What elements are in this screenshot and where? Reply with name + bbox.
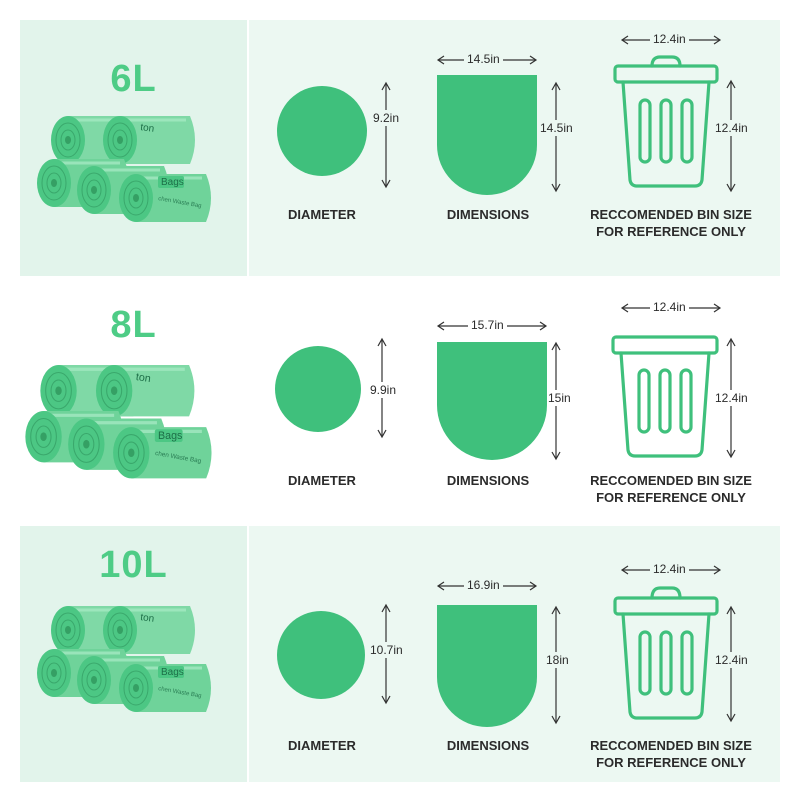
dimensions-caption: DIMENSIONS: [446, 207, 530, 222]
circle-shape-icon: [277, 611, 365, 699]
roll-brand-text: ton: [140, 612, 155, 625]
bags-label-badge: [154, 429, 183, 443]
dimensions-caption: DIMENSIONS: [446, 738, 530, 753]
bag-roll: [119, 174, 211, 222]
bag-silhouette-icon: [437, 605, 537, 727]
bags-label-badge: [158, 666, 184, 678]
diameter-value: 9.2in: [373, 110, 400, 126]
bag-roll: [95, 365, 195, 417]
diameter-caption: DIAMETER: [288, 473, 356, 488]
bin-height-value: 12.4in: [715, 652, 748, 668]
roll-bags-text: Bags: [161, 177, 184, 188]
bin-height-value: 12.4in: [715, 120, 748, 136]
bag-height-value: 15in: [548, 390, 571, 406]
bag-silhouette-icon: [437, 75, 537, 195]
circle-shape-icon: [277, 86, 367, 176]
diameter-arrow-icon: [381, 81, 391, 189]
roll-bags-text: Bags: [158, 430, 182, 442]
diameter-value: 10.7in: [370, 642, 403, 658]
trash-bin-icon: [611, 335, 719, 458]
dimensions-caption: DIMENSIONS: [446, 473, 530, 488]
size-label: 8L: [110, 304, 157, 346]
bin-width-value: 12.4in: [650, 562, 689, 576]
bag-width-value: 15.7in: [468, 318, 507, 332]
trash-bin-icon: [613, 55, 719, 188]
bag-height-value: 18in: [546, 652, 569, 668]
roll-brand-text: ton: [135, 371, 151, 385]
bin-caption: RECCOMENDED BIN SIZE FOR REFERENCE ONLY: [578, 737, 764, 771]
bag-width-value: 14.5in: [464, 52, 503, 66]
size-label: 6L: [110, 58, 157, 100]
bag-height-value: 14.5in: [540, 120, 573, 136]
diameter-caption: DIAMETER: [288, 207, 356, 222]
bin-caption-line1: RECCOMENDED BIN SIZE: [590, 738, 752, 753]
bin-caption-line2: FOR REFERENCE ONLY: [596, 490, 746, 505]
bin-caption: RECCOMENDED BIN SIZE FOR REFERENCE ONLY: [578, 206, 764, 240]
bin-width-value: 12.4in: [650, 300, 689, 314]
roll-bags-text: Bags: [161, 667, 184, 678]
bin-caption-line2: FOR REFERENCE ONLY: [596, 755, 746, 770]
bin-height-arrow-icon: [726, 79, 736, 193]
bag-roll: [119, 664, 211, 712]
bin-caption: RECCOMENDED BIN SIZE FOR REFERENCE ONLY: [578, 472, 764, 506]
diameter-caption: DIAMETER: [288, 738, 356, 753]
bin-width-value: 12.4in: [650, 32, 689, 46]
bin-caption-line1: RECCOMENDED BIN SIZE: [590, 207, 752, 222]
diameter-value: 9.9in: [370, 382, 397, 398]
bin-caption-line2: FOR REFERENCE ONLY: [596, 224, 746, 239]
bin-caption-line1: RECCOMENDED BIN SIZE: [590, 473, 752, 488]
bin-height-value: 12.4in: [715, 390, 748, 406]
size-label: 10L: [99, 544, 168, 586]
bag-roll: [103, 116, 195, 164]
trash-bin-icon: [613, 586, 719, 720]
bags-label-badge: [158, 176, 184, 188]
bag-silhouette-icon: [437, 342, 547, 460]
roll-brand-text: ton: [140, 122, 155, 135]
bag-height-arrow-icon: [551, 81, 561, 193]
bag-width-value: 16.9in: [464, 578, 503, 592]
circle-shape-icon: [275, 346, 361, 432]
bag-roll: [103, 606, 195, 654]
